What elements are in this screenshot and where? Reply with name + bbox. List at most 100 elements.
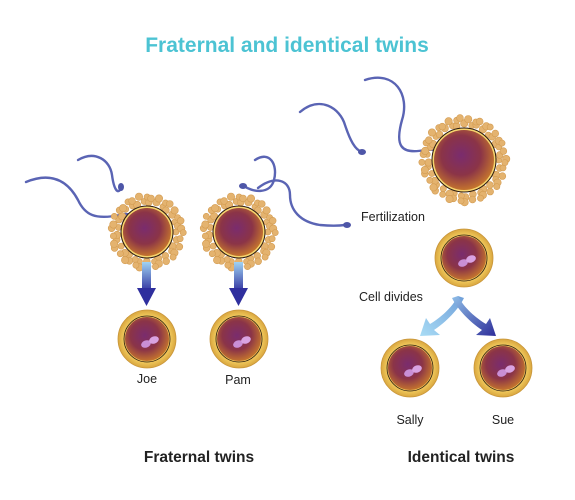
corona-cell xyxy=(426,176,434,184)
corona-cell xyxy=(135,192,144,201)
nucleus-part xyxy=(412,365,422,373)
corona-cell xyxy=(162,257,170,265)
corona-cell xyxy=(110,239,119,248)
corona-cell xyxy=(477,194,484,202)
cell-cytoplasm xyxy=(388,346,432,390)
corona-cell xyxy=(261,253,269,261)
nucleus-part xyxy=(149,336,159,344)
corona-cell xyxy=(498,172,507,180)
corona-cell xyxy=(116,250,124,258)
corona-cell xyxy=(121,256,130,265)
corona-cell xyxy=(201,232,209,240)
corona-cell xyxy=(152,263,159,270)
corona-cell xyxy=(239,194,247,203)
arrow-joe xyxy=(137,262,156,306)
corona-cell xyxy=(498,139,506,147)
corona-cell xyxy=(208,250,216,258)
corona-cell xyxy=(501,159,509,166)
corona-cells xyxy=(107,192,187,272)
corona-cell xyxy=(247,194,256,203)
cell-membrane xyxy=(440,234,488,282)
sperm-head-5 xyxy=(358,149,366,155)
corona-cell xyxy=(169,253,177,261)
corona-cell xyxy=(269,217,277,225)
egg-cytoplasm xyxy=(123,208,171,256)
corona-cell xyxy=(424,158,433,167)
sperm-head-3 xyxy=(239,183,247,189)
corona-cell xyxy=(227,192,236,201)
cell-zygote xyxy=(434,228,494,288)
nucleus-part xyxy=(466,255,476,263)
corona-cell xyxy=(110,212,118,220)
corona-cell xyxy=(166,200,174,208)
label-fertilization: Fertilization xyxy=(361,210,425,224)
corona-cell xyxy=(224,261,232,269)
cell-membrane xyxy=(386,344,434,392)
corona-cell xyxy=(476,117,484,126)
corona-cell xyxy=(179,229,187,236)
cell-cytoplasm xyxy=(217,317,261,361)
cell-membrane xyxy=(479,344,527,392)
corona-cell xyxy=(175,243,184,251)
egg-identical-fertilized xyxy=(418,114,511,207)
corona-cell xyxy=(486,123,494,131)
corona-cell xyxy=(213,256,222,265)
cell-membrane xyxy=(215,315,263,363)
corona-cell xyxy=(444,117,453,126)
corona-cell xyxy=(176,235,184,243)
corona-cell xyxy=(421,146,430,155)
twin-name-joe: Joe xyxy=(137,372,157,386)
nucleus-part xyxy=(241,336,251,344)
corona-cell xyxy=(457,197,465,205)
corona-cell xyxy=(209,242,217,250)
nucleus-part xyxy=(404,369,414,377)
cell-cytoplasm xyxy=(125,317,169,361)
corona-cell xyxy=(425,136,433,144)
corona-cell xyxy=(499,147,508,155)
caption-fraternal: Fraternal twins xyxy=(144,449,254,466)
corona-cell xyxy=(220,197,228,205)
corona-cell xyxy=(258,200,266,208)
corona-cell xyxy=(493,183,501,190)
arrow-split-right xyxy=(452,296,496,336)
corona-cell xyxy=(418,158,426,166)
sperm-head-2 xyxy=(118,183,124,191)
corona-cell xyxy=(468,195,477,204)
twin-name-sue: Sue xyxy=(492,413,514,427)
corona-cell xyxy=(262,206,271,215)
corona-cell xyxy=(491,129,499,138)
egg-fraternal-left xyxy=(107,192,187,272)
nucleus-part xyxy=(233,340,243,348)
corona-cell xyxy=(177,217,185,225)
corona-cell xyxy=(267,243,276,251)
nucleus-part xyxy=(497,369,507,377)
cell-membrane xyxy=(123,315,171,363)
nucleus-part xyxy=(458,259,468,267)
corona-cell xyxy=(420,166,429,175)
label-cell-divides: Cell divides xyxy=(359,290,423,304)
twin-name-sally: Sally xyxy=(396,413,424,427)
cell-sally xyxy=(380,338,440,398)
sperm-tail-5 xyxy=(298,102,364,154)
corona-cell xyxy=(464,115,473,124)
cell-sue xyxy=(473,338,533,398)
egg-fraternal-right xyxy=(199,192,279,272)
corona-cell xyxy=(147,194,155,203)
corona-cell xyxy=(109,220,118,229)
egg-cytoplasm xyxy=(215,208,263,256)
corona-cell xyxy=(439,190,447,198)
corona-cell xyxy=(110,232,117,240)
nucleus-part xyxy=(141,340,151,348)
corona-cell xyxy=(202,212,210,220)
corona-cell xyxy=(155,194,164,203)
corona-cell xyxy=(128,197,136,205)
cell-cytoplasm xyxy=(442,236,486,280)
corona-cell xyxy=(211,204,220,213)
corona-cell xyxy=(429,183,438,192)
corona-cell xyxy=(268,235,276,243)
corona-cell xyxy=(244,263,251,270)
corona-cell xyxy=(456,114,464,122)
corona-cell xyxy=(445,195,454,204)
corona-cells xyxy=(199,192,279,272)
